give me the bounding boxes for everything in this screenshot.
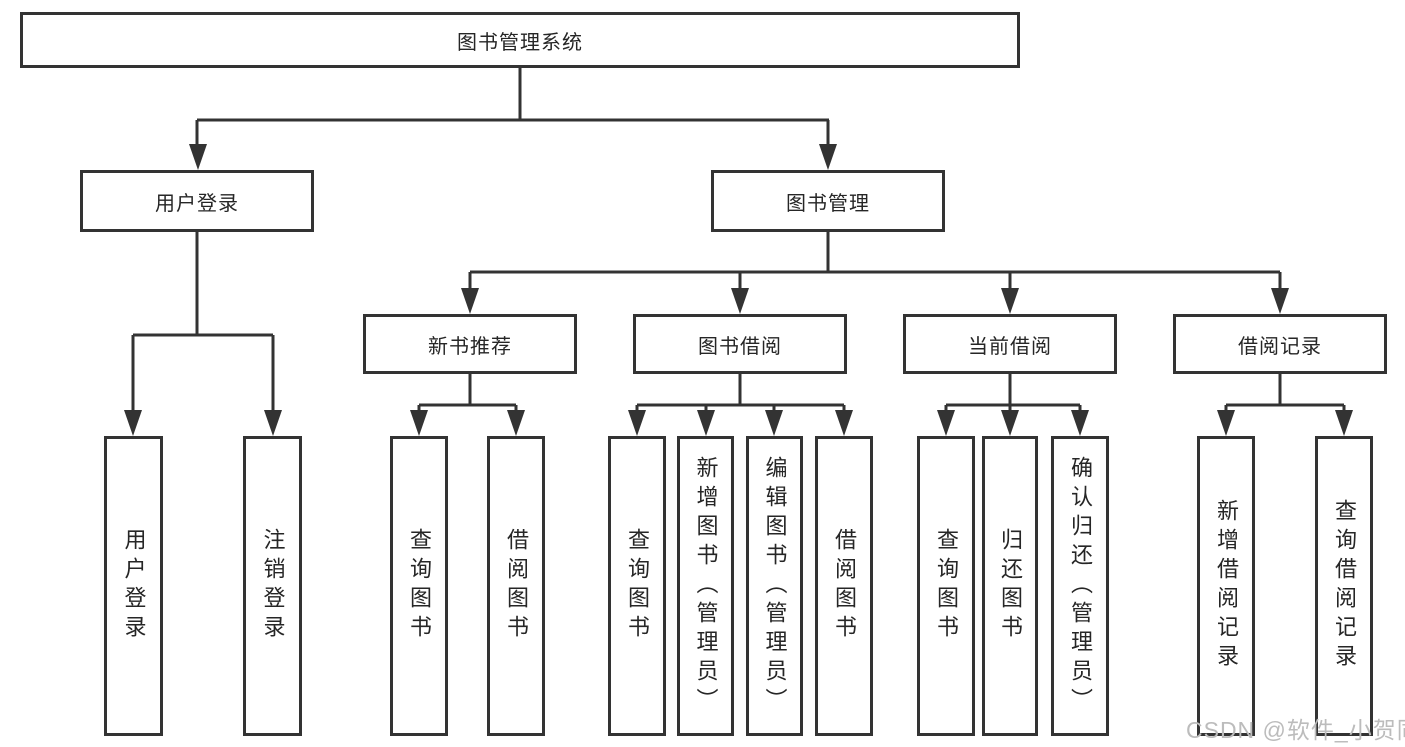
leaf-return-books-label: 归还图书 (998, 528, 1023, 644)
connector-book-borrow-to-leaves (635, 374, 846, 414)
leaf-add-borrow-record-label: 新增借阅记录 (1214, 499, 1239, 673)
watermark: CSDN @软件_小贺同学 (1186, 717, 1405, 743)
arrowheads (124, 144, 1353, 436)
leaf-user-login: 用户登录 (104, 436, 163, 736)
leaf-borrow-books-label: 借阅图书 (832, 528, 857, 644)
node-user-login: 用户登录 (80, 170, 314, 232)
leaf-query-books-recommend-label: 查询图书 (407, 528, 432, 644)
connector-user-login-to-leaves (131, 232, 275, 414)
node-book-borrow: 图书借阅 (633, 314, 847, 374)
leaf-logout: 注销登录 (243, 436, 302, 736)
leaf-add-borrow-record: 新增借阅记录 (1197, 436, 1255, 736)
node-current-borrow: 当前借阅 (903, 314, 1117, 374)
node-book-borrow-label: 图书借阅 (698, 335, 782, 358)
leaf-return-books: 归还图书 (982, 436, 1038, 736)
connector-current-borrow-to-leaves (944, 374, 1082, 414)
leaf-query-books-borrow-label: 查询图书 (625, 528, 650, 644)
node-new-book-recommend: 新书推荐 (363, 314, 577, 374)
node-borrow-records-label: 借阅记录 (1238, 335, 1322, 358)
node-root: 图书管理系统 (20, 12, 1020, 68)
leaf-edit-book-admin-label: 编辑图书（管理员） (762, 455, 788, 717)
leaf-add-book-admin: 新增图书（管理员） (677, 436, 734, 736)
leaf-confirm-return-admin: 确认归还（管理员） (1051, 436, 1109, 736)
leaf-query-borrow-record-label: 查询借阅记录 (1332, 499, 1357, 673)
connector-borrow-records-to-leaves (1224, 374, 1346, 414)
leaf-logout-label: 注销登录 (260, 528, 286, 644)
leaf-query-books-current-label: 查询图书 (934, 528, 959, 644)
leaf-borrow-books: 借阅图书 (815, 436, 873, 736)
node-borrow-records: 借阅记录 (1173, 314, 1387, 374)
leaf-query-borrow-record: 查询借阅记录 (1315, 436, 1373, 736)
leaf-borrow-books-recommend: 借阅图书 (487, 436, 545, 736)
leaf-query-books-current: 查询图书 (917, 436, 975, 736)
leaf-user-login-label: 用户登录 (121, 528, 147, 644)
leaf-add-book-admin-label: 新增图书（管理员） (693, 455, 719, 717)
leaf-edit-book-admin: 编辑图书（管理员） (746, 436, 803, 736)
leaf-query-books-borrow: 查询图书 (608, 436, 666, 736)
node-book-management-label: 图书管理 (786, 192, 870, 215)
node-book-management: 图书管理 (711, 170, 945, 232)
node-current-borrow-label: 当前借阅 (968, 335, 1052, 358)
leaf-borrow-books-recommend-label: 借阅图书 (504, 528, 529, 644)
connector-root-to-level2 (195, 68, 830, 148)
node-user-login-label: 用户登录 (155, 192, 239, 215)
connector-book-management-to-level3 (468, 232, 1282, 292)
connector-new-book-recommend-to-leaves (417, 374, 518, 414)
node-root-label: 图书管理系统 (457, 31, 583, 54)
leaf-confirm-return-admin-label: 确认归还（管理员） (1068, 455, 1093, 717)
leaf-query-books-recommend: 查询图书 (390, 436, 448, 736)
node-new-book-recommend-label: 新书推荐 (428, 335, 512, 358)
